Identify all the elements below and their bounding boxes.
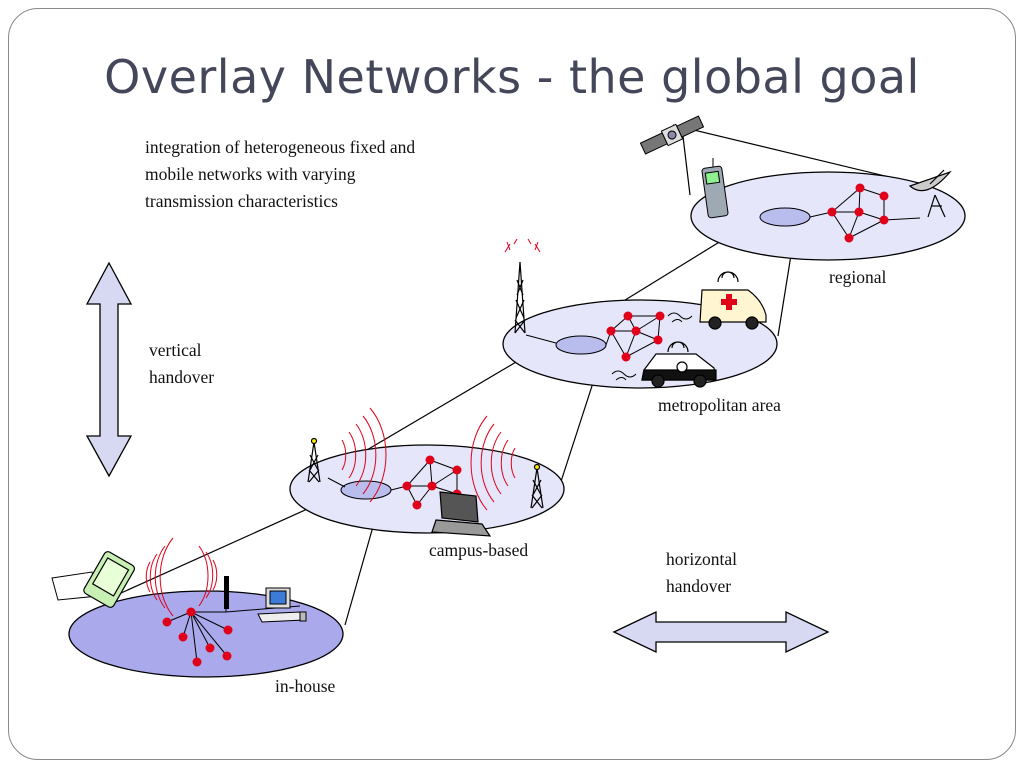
intro-line-1: integration of heterogeneous fixed and xyxy=(145,137,416,157)
radio-signal-waves xyxy=(145,238,541,617)
regional-label: regional xyxy=(829,267,887,287)
intro-line-3: transmission characteristics xyxy=(145,191,338,211)
regional-network xyxy=(690,171,966,261)
metropolitan-hub xyxy=(555,335,607,355)
campus-tower-left-icon xyxy=(307,437,321,483)
regional-hub xyxy=(759,207,811,227)
laptop-icon xyxy=(431,491,492,537)
horizontal-handover-line-2: handover xyxy=(666,576,732,596)
desktop-computer-icon xyxy=(257,587,307,623)
handheld-pda-icon xyxy=(51,551,135,608)
vertical-handover-line-2: handover xyxy=(149,367,215,387)
mobile-phone-icon xyxy=(701,158,729,219)
vertical-handover-label: vertical handover xyxy=(149,337,214,391)
vertical-handover-line-1: vertical xyxy=(149,340,202,360)
campus-tower-right-icon xyxy=(530,463,544,509)
ambulance-icon xyxy=(667,271,767,330)
vertical-handover-arrow xyxy=(85,261,133,478)
metropolitan-label: metropolitan area xyxy=(658,395,781,415)
horizontal-handover-label: horizontal handover xyxy=(666,546,737,600)
access-point-antenna xyxy=(224,576,229,609)
slide-title: Overlay Networks - the global goal xyxy=(104,50,920,104)
metro-tower-icon xyxy=(514,261,526,334)
intro-text: integration of heterogeneous fixed and m… xyxy=(145,134,415,215)
police-car-icon xyxy=(611,341,717,388)
campus-network xyxy=(289,444,565,534)
satellite-icon xyxy=(639,115,705,155)
inhouse-label: in-house xyxy=(275,676,336,696)
satellite-dish-icon xyxy=(908,169,952,218)
horizontal-handover-arrow xyxy=(612,610,830,654)
inhouse-network xyxy=(68,576,344,678)
intro-line-2: mobile networks with varying xyxy=(145,164,356,184)
campus-label: campus-based xyxy=(429,540,529,560)
horizontal-handover-line-1: horizontal xyxy=(666,549,737,569)
